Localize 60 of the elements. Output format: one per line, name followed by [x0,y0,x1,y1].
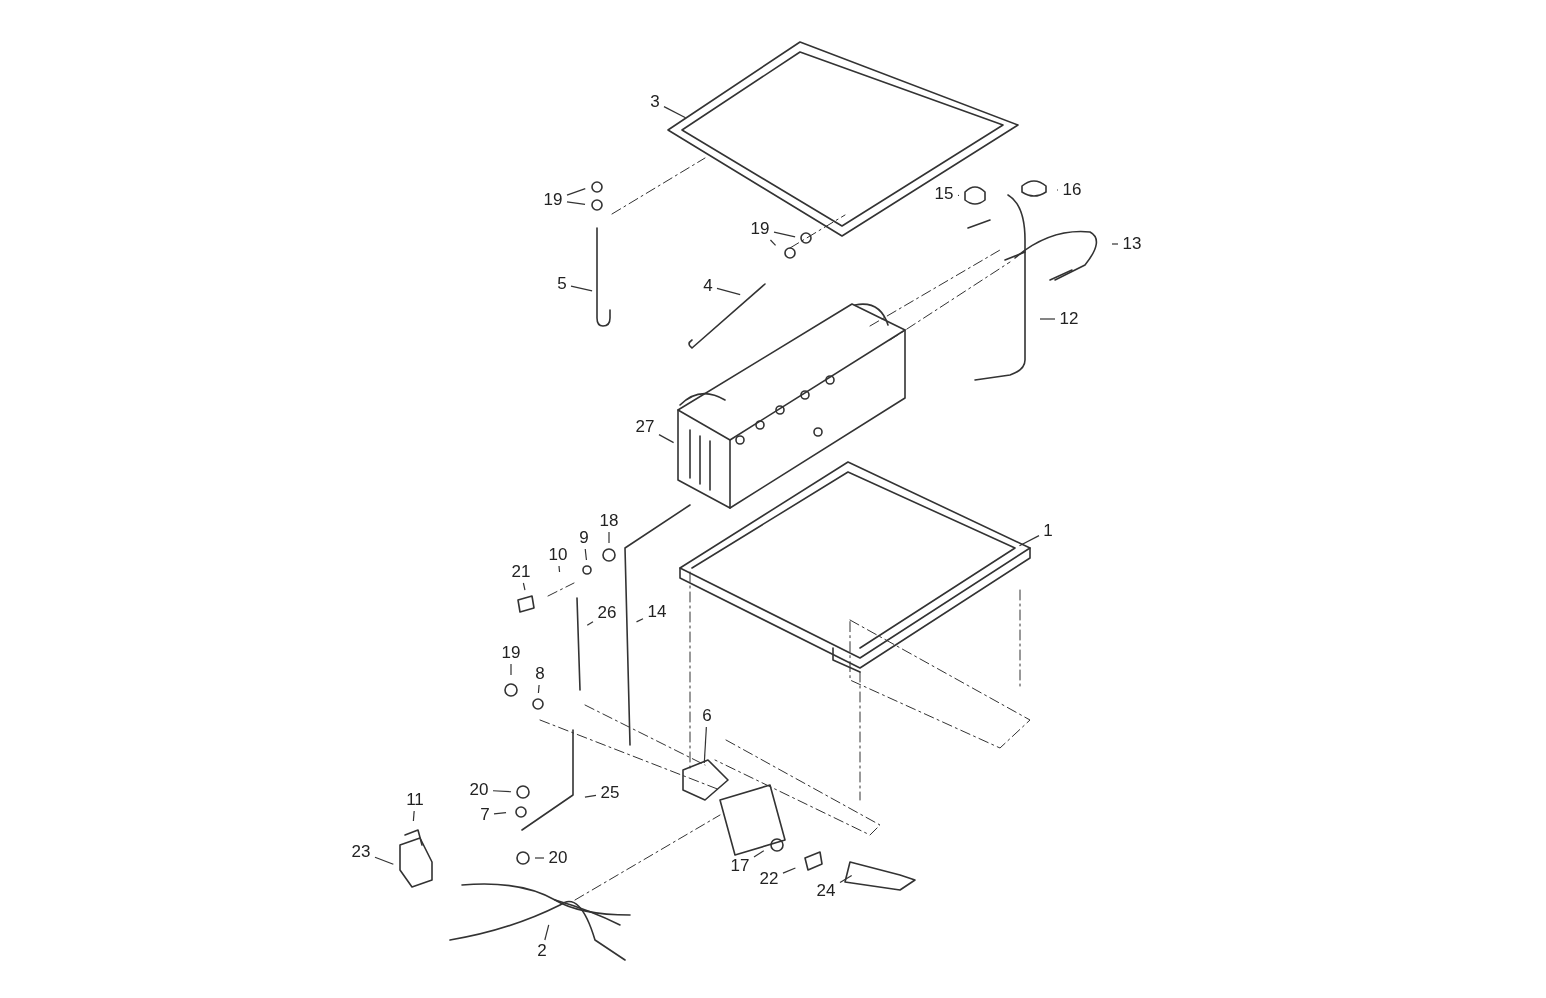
leader-line [753,850,765,858]
callout-number: 7 [478,805,492,825]
leader-line [558,565,561,573]
callout-number: 6 [700,706,714,726]
callout-number: 13 [1120,234,1144,254]
callout-number: 27 [633,417,657,437]
leader-line [716,287,741,296]
leader-line [1111,243,1119,245]
callout-number: 23 [349,842,373,862]
callout-number: 12 [1057,309,1081,329]
leader-line [522,582,526,591]
callout-number: 20 [546,848,570,868]
callout-number: 8 [533,664,547,684]
leader-line [493,811,507,815]
callout-number: 22 [757,869,781,889]
callout-number: 10 [546,545,570,565]
leader-line [412,810,415,822]
leader-line [544,924,550,941]
callout-number: 26 [595,603,619,623]
callout-number: 16 [1060,180,1084,200]
leader-line [773,231,796,238]
leader-line [608,531,610,544]
leader-line [534,857,545,859]
callout-number: 24 [814,881,838,901]
leader-line [374,856,394,865]
leader-line [839,874,853,884]
callout-number: 9 [577,528,591,548]
leader-line [782,867,796,874]
leader-line [635,618,644,623]
leader-line [663,106,687,119]
callout-number: 19 [499,643,523,663]
callout-number: 19 [541,190,565,210]
leader-line [584,794,597,798]
callout-number: 5 [555,274,569,294]
leader-line [586,621,594,626]
callout-number: 25 [598,783,622,803]
leader-line [510,663,512,676]
leader-line [658,434,675,444]
callout-number: 4 [701,276,715,296]
leader-line [570,285,593,292]
callout-number: 17 [728,856,752,876]
leader-line [492,790,512,793]
leader-line [566,201,586,205]
callout-number: 15 [932,184,956,204]
callout-number: 3 [648,92,662,112]
leader-line [566,188,586,196]
callout-number: 21 [509,562,533,582]
callout-number: 19 [748,219,772,239]
callout-number: 18 [597,511,621,531]
callout-number: 11 [403,790,427,810]
leader-line [1039,318,1056,320]
callout-number: 1 [1041,521,1055,541]
leader-line [584,548,588,561]
callout-number: 14 [645,602,669,622]
leader-line [703,726,707,764]
leader-line [537,684,540,694]
callout-number: 2 [535,941,549,961]
leader-line [1018,535,1040,547]
leader-line [769,239,777,246]
callout-number: 20 [467,780,491,800]
